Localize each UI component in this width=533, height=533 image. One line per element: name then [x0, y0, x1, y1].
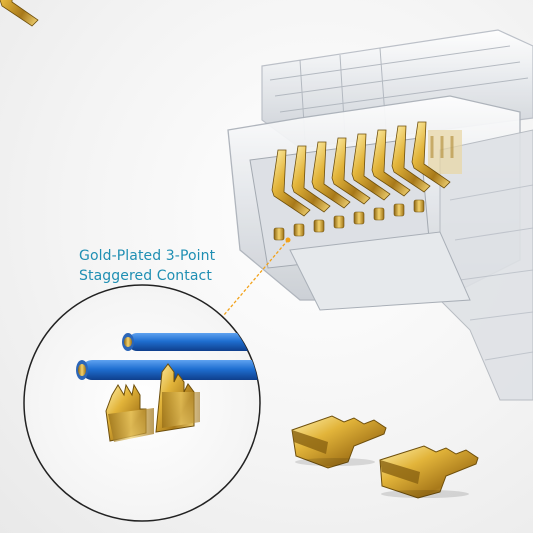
loose-contact-2	[379, 445, 479, 499]
blue-wire-lower	[76, 360, 260, 380]
contact-piece-right	[155, 363, 200, 433]
contact-piece-left	[105, 383, 154, 442]
callout-line-2: Staggered Contact	[79, 268, 212, 284]
loose-contact-pieces	[291, 415, 479, 499]
loose-contact-1	[291, 415, 387, 469]
magnified-detail	[23, 284, 261, 522]
leader-line	[217, 239, 289, 323]
callout-label: Gold-Plated 3-Point Staggered Contact	[79, 246, 299, 286]
leader-dot	[285, 237, 291, 243]
gold-contact-blades	[0, 0, 451, 241]
blue-wire-upper	[122, 333, 260, 351]
callout-line-1: Gold-Plated 3-Point	[79, 248, 216, 264]
